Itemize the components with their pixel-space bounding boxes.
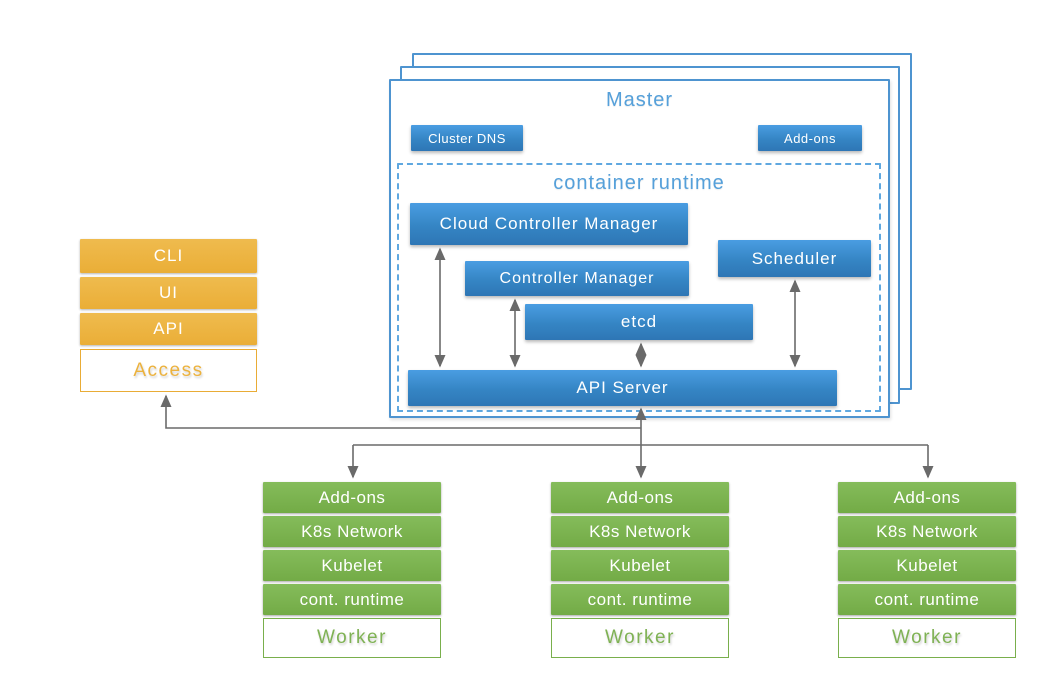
scheduler-box: Scheduler bbox=[718, 240, 871, 277]
api-label: API bbox=[153, 319, 184, 338]
ui-label: UI bbox=[159, 283, 178, 302]
worker1-label: Worker bbox=[317, 627, 387, 648]
access-row-ui: UI bbox=[80, 277, 257, 309]
worker1-box: Worker bbox=[263, 618, 441, 658]
worker3-row-cont-runtime: cont. runtime bbox=[838, 584, 1016, 615]
cluster-dns-box: Cluster DNS bbox=[411, 125, 523, 151]
worker1-addons-label: Add-ons bbox=[318, 487, 386, 507]
worker3-row-k8s-network: K8s Network bbox=[838, 516, 1016, 547]
worker2-kubelet-label: Kubelet bbox=[609, 555, 671, 575]
api-server-label: API Server bbox=[576, 378, 669, 397]
access-row-api: API bbox=[80, 313, 257, 345]
etcd-label: etcd bbox=[620, 312, 658, 331]
api-server-box: API Server bbox=[408, 370, 837, 406]
worker2-k8s-network-label: K8s Network bbox=[589, 521, 691, 541]
access-row-cli: CLI bbox=[80, 239, 257, 273]
worker1-row-addons: Add-ons bbox=[263, 482, 441, 513]
worker3-cont-runtime-label: cont. runtime bbox=[874, 589, 980, 609]
cloud-controller-manager-label: Cloud Controller Manager bbox=[439, 214, 659, 233]
worker2-row-cont-runtime: cont. runtime bbox=[551, 584, 729, 615]
worker3-box: Worker bbox=[838, 618, 1016, 658]
worker3-kubelet-label: Kubelet bbox=[896, 555, 958, 575]
controller-manager-box: Controller Manager bbox=[465, 261, 689, 296]
worker3-addons-label: Add-ons bbox=[893, 487, 961, 507]
cloud-controller-manager-box: Cloud Controller Manager bbox=[410, 203, 688, 245]
worker3-k8s-network-label: K8s Network bbox=[876, 521, 978, 541]
etcd-box: etcd bbox=[525, 304, 753, 340]
worker2-addons-label: Add-ons bbox=[606, 487, 674, 507]
cli-label: CLI bbox=[153, 246, 184, 265]
master-title: Master bbox=[605, 89, 674, 111]
worker3-row-addons: Add-ons bbox=[838, 482, 1016, 513]
access-box: Access bbox=[80, 349, 257, 392]
worker2-label: Worker bbox=[605, 627, 675, 648]
worker1-k8s-network-label: K8s Network bbox=[301, 521, 403, 541]
access-label: Access bbox=[133, 359, 204, 381]
worker1-cont-runtime-label: cont. runtime bbox=[299, 589, 405, 609]
controller-manager-label: Controller Manager bbox=[499, 269, 655, 287]
master-addons-box: Add-ons bbox=[758, 125, 862, 151]
worker2-row-addons: Add-ons bbox=[551, 482, 729, 513]
worker1-row-kubelet: Kubelet bbox=[263, 550, 441, 581]
worker1-row-k8s-network: K8s Network bbox=[263, 516, 441, 547]
worker2-box: Worker bbox=[551, 618, 729, 658]
worker2-row-kubelet: Kubelet bbox=[551, 550, 729, 581]
scheduler-label: Scheduler bbox=[751, 248, 838, 268]
container-runtime-label: container runtime bbox=[553, 172, 725, 194]
master-addons-label: Add-ons bbox=[784, 130, 836, 146]
worker3-label: Worker bbox=[892, 627, 962, 648]
worker1-row-cont-runtime: cont. runtime bbox=[263, 584, 441, 615]
worker2-row-k8s-network: K8s Network bbox=[551, 516, 729, 547]
worker2-cont-runtime-label: cont. runtime bbox=[587, 589, 693, 609]
worker1-kubelet-label: Kubelet bbox=[321, 555, 383, 575]
cluster-dns-label: Cluster DNS bbox=[428, 130, 506, 146]
worker3-row-kubelet: Kubelet bbox=[838, 550, 1016, 581]
